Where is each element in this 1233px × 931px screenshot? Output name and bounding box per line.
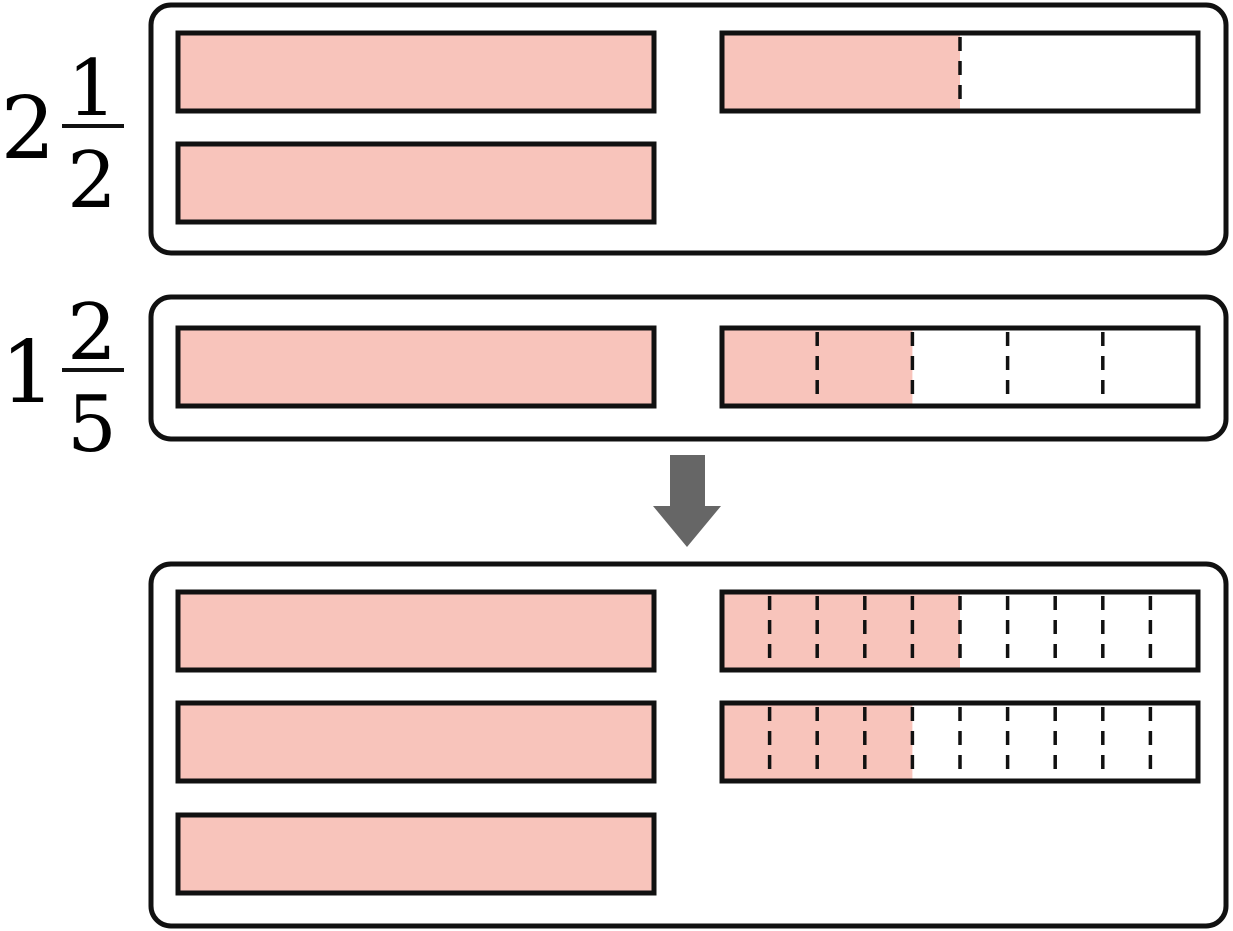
- filled-portion: [178, 592, 654, 670]
- fraction-bars: [175, 30, 1201, 896]
- bar-outline: [175, 325, 657, 409]
- filled-portion: [178, 815, 654, 893]
- numerator: 1: [67, 44, 117, 134]
- group-box-2-1-2: [148, 2, 1229, 256]
- filled-portion: [178, 703, 654, 781]
- bar-outline: [719, 325, 1201, 409]
- filled-portion: [722, 33, 960, 111]
- whole-bar: [175, 812, 657, 896]
- bar-outline: [719, 30, 1201, 114]
- whole-bar: [175, 141, 657, 225]
- numerator: 2: [67, 288, 117, 378]
- fraction-bar-5-of-10: [719, 589, 1201, 673]
- group-mixed-number-1-2-5: [175, 325, 1201, 409]
- whole-number: 1: [1, 323, 56, 423]
- mixed-number-label-1: 2 1 2: [1, 44, 124, 226]
- filled-portion: [178, 328, 654, 406]
- group-box-1-2-5: [148, 294, 1229, 442]
- group-box-sum: [148, 561, 1229, 929]
- fraction-bar-2-of-5: [719, 325, 1201, 409]
- filled-portion: [722, 592, 960, 670]
- filled-portion: [178, 33, 654, 111]
- whole-bar: [175, 589, 657, 673]
- bar-outline: [719, 589, 1201, 673]
- denominator: 5: [67, 380, 117, 470]
- whole-bar: [175, 700, 657, 784]
- fraction-bar-1-of-2: [719, 30, 1201, 114]
- bar-outline: [719, 700, 1201, 784]
- bar-outline: [175, 589, 657, 673]
- group-sum-result: [175, 589, 1201, 896]
- group-mixed-number-2-1-2: [175, 30, 1201, 225]
- fraction-bar-4-of-10: [719, 700, 1201, 784]
- filled-portion: [178, 144, 654, 222]
- mixed-number-label-2: 1 2 5: [1, 288, 124, 470]
- whole-bar: [175, 325, 657, 409]
- whole-bar: [175, 30, 657, 114]
- whole-number: 2: [1, 79, 56, 179]
- bar-outline: [175, 700, 657, 784]
- bar-outline: [175, 812, 657, 896]
- bar-outline: [175, 141, 657, 225]
- bar-outline: [175, 30, 657, 114]
- down-arrow-icon: [653, 455, 721, 547]
- denominator: 2: [67, 136, 117, 226]
